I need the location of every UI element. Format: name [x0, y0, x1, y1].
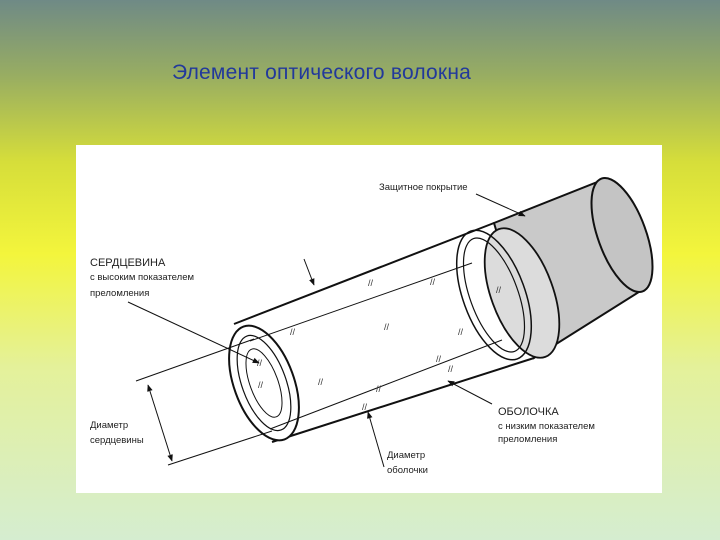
- core-diameter-label-line1: Диаметр: [90, 420, 128, 431]
- protective-coating: [483, 177, 654, 360]
- cladding-label-title: ОБОЛОЧКА: [498, 406, 559, 418]
- svg-text://: //: [430, 277, 436, 287]
- svg-text://: //: [257, 358, 263, 368]
- svg-text://: //: [436, 354, 442, 364]
- svg-text://: //: [362, 402, 368, 412]
- svg-text://: //: [384, 322, 390, 332]
- coating-label: Защитное покрытие: [379, 182, 468, 193]
- core-label-title: СЕРДЦЕВИНА: [90, 257, 166, 269]
- leader-arrows: [127, 193, 526, 468]
- cladding-diameter-label-line1: Диаметр: [387, 450, 425, 461]
- slide-title: Элемент оптического волокна: [172, 61, 471, 84]
- svg-text://: //: [318, 377, 324, 387]
- core-diameter-dimension: [135, 338, 273, 466]
- core-diameter-label-line2: сердцевины: [90, 435, 144, 446]
- cladding-label-line2: преломления: [498, 434, 557, 445]
- core-label-line1: с высоким показателем: [90, 272, 194, 283]
- svg-text://: //: [368, 278, 374, 288]
- svg-text://: //: [458, 327, 464, 337]
- fiber-core: [245, 262, 503, 430]
- core-label-line2: преломления: [90, 288, 149, 299]
- fiber-diagram-panel: // // // // // // // // // // // // //: [76, 145, 662, 493]
- cladding-label-line1: с низким показателем: [498, 421, 595, 432]
- svg-text://: //: [290, 327, 296, 337]
- svg-text://: //: [258, 380, 264, 390]
- svg-text://: //: [448, 364, 454, 374]
- fiber-diagram: // // // // // // // // // // // // //: [90, 177, 654, 476]
- hatch-marks: // // // // // // // // // // // // //: [257, 277, 502, 412]
- cladding-diameter-label-line2: оболочки: [387, 465, 428, 476]
- svg-text://: //: [496, 285, 502, 295]
- svg-text://: //: [376, 384, 382, 394]
